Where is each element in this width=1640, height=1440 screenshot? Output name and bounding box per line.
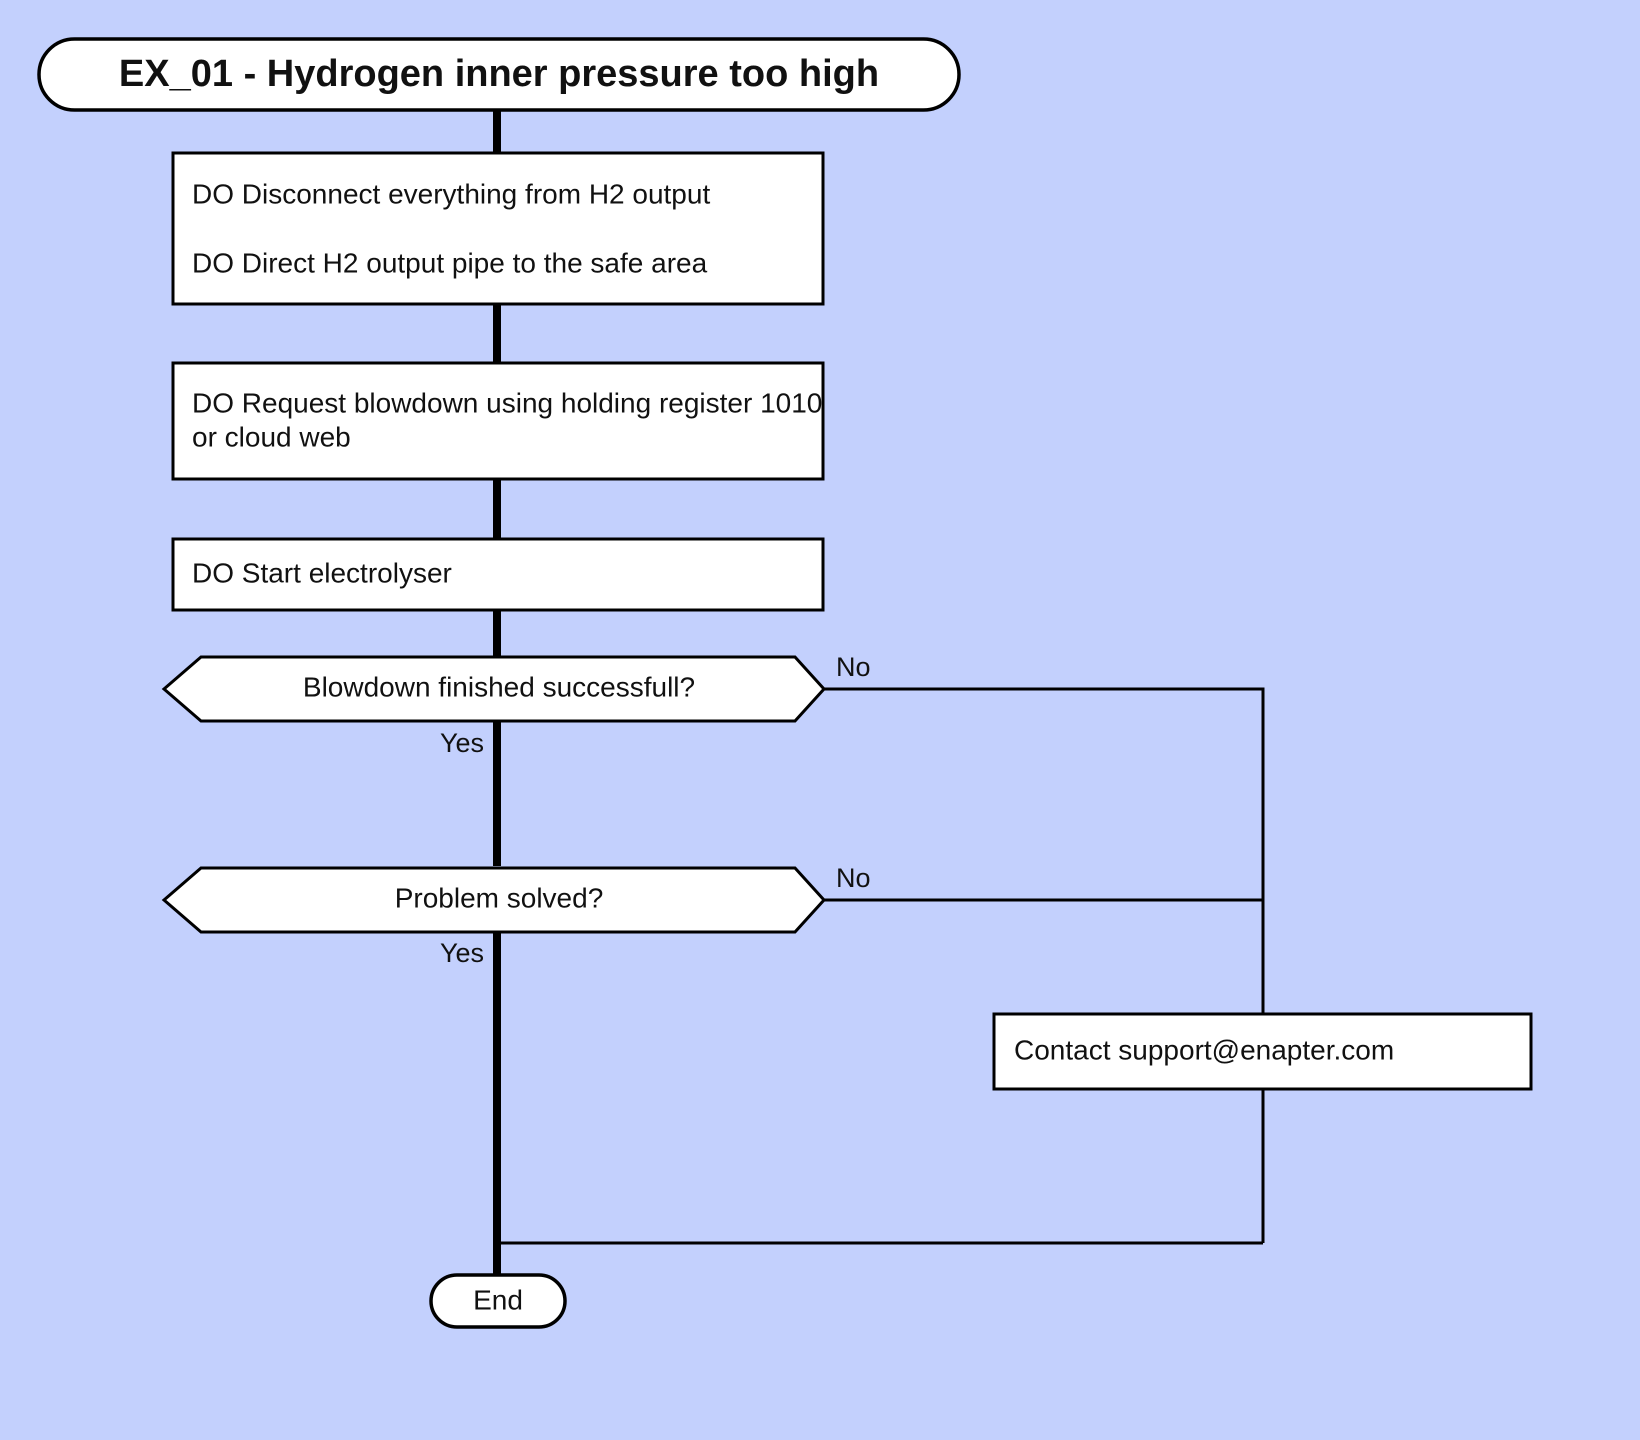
edge-label-decision2-yes: Yes (440, 938, 484, 968)
node-start[interactable]: EX_01 - Hydrogen inner pressure too high (37, 37, 961, 112)
step2-node-shape (171, 361, 825, 481)
start-node-label: EX_01 - Hydrogen inner pressure too high (119, 53, 879, 95)
step3-node-shape (171, 537, 825, 612)
node-step2[interactable]: DO Request blowdown using holding regist… (171, 361, 825, 481)
start-node-shape (37, 37, 961, 112)
step2-node-line2: or cloud web (192, 421, 351, 452)
contact-node-shape (992, 1012, 1533, 1091)
edge-label-decision1-no: No (836, 652, 871, 682)
node-decision1[interactable]: Blowdown finished successfull? (161, 655, 827, 723)
node-contact[interactable]: Contact support@enapter.com (992, 1012, 1533, 1091)
decision1-node-label: Blowdown finished successfull? (303, 671, 695, 702)
edge-label-decision2-no: No (836, 863, 871, 893)
edge-label-decision1-yes: Yes (440, 728, 484, 758)
decision1-node-shape (161, 655, 827, 723)
step1-node-line1: DO Disconnect everything from H2 output (192, 178, 710, 209)
node-step1[interactable]: DO Disconnect everything from H2 output … (171, 151, 825, 306)
step2-node-line1: DO Request blowdown using holding regist… (192, 387, 822, 418)
step3-node-label: DO Start electrolyser (192, 557, 452, 588)
decision2-node-shape (161, 866, 827, 934)
contact-node-label: Contact support@enapter.com (1014, 1034, 1394, 1065)
end-node-shape (429, 1273, 567, 1329)
node-decision2[interactable]: Problem solved? (161, 866, 827, 934)
node-step3[interactable]: DO Start electrolyser (171, 537, 825, 612)
step1-node-line2: DO Direct H2 output pipe to the safe are… (192, 247, 708, 278)
decision2-node-label: Problem solved? (395, 882, 604, 913)
end-node-label: End (473, 1284, 523, 1315)
edge-decision1-no-to-contact (824, 687, 1265, 1243)
node-end[interactable]: End (429, 1273, 567, 1329)
step1-node-shape (171, 151, 825, 306)
